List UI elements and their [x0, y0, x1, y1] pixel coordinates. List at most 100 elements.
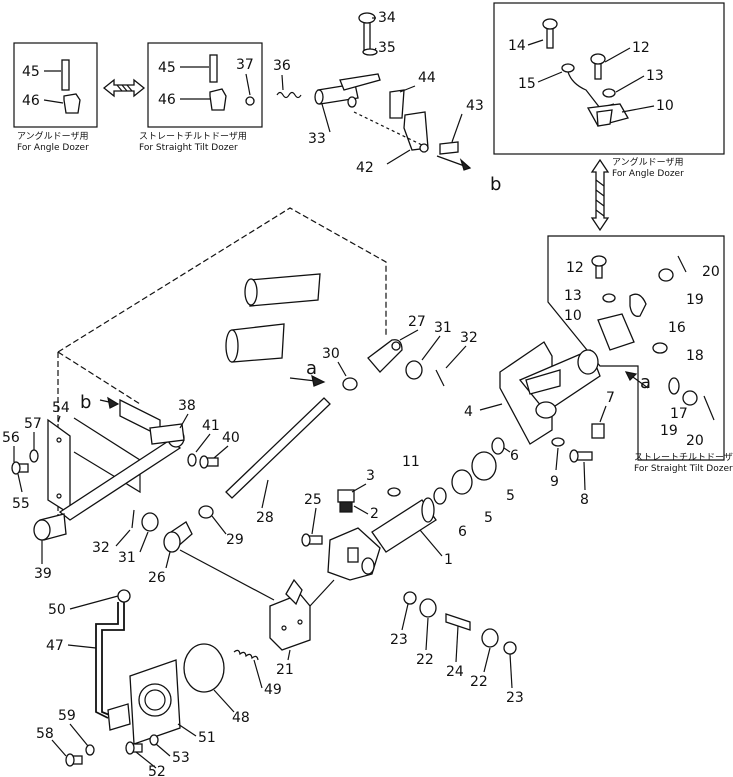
caption-angle-jp: アングルドーザ用 [612, 156, 683, 168]
callout-54: 54 [52, 400, 70, 416]
callout-19: 19 [660, 423, 678, 439]
callout-43: 43 [466, 98, 484, 114]
caption-straight-en: For Straight Tilt Dozer [139, 143, 238, 153]
callout-31: 31 [434, 320, 452, 336]
caption-straight-en: For Straight Tilt Dozer [634, 464, 733, 474]
callout-49: 49 [264, 682, 282, 698]
callout-52: 52 [148, 764, 166, 777]
callout-15: 15 [518, 76, 536, 92]
callout-45: 45 [22, 64, 40, 80]
shaft-assembly: 1 3 2 25 [301, 468, 453, 581]
callout-12: 12 [566, 260, 584, 276]
label-b: b [80, 392, 91, 413]
callout-30: 30 [322, 346, 340, 362]
callout-23: 23 [506, 690, 524, 706]
callout-16: 16 [668, 320, 686, 336]
caption-angle-en: For Angle Dozer [17, 143, 89, 153]
callout-29: 29 [226, 532, 244, 548]
callout-53: 53 [172, 750, 190, 766]
callout-20: 20 [702, 264, 720, 280]
bracket-assembly: 4 7 6 9 8 11 5 5 6 [387, 341, 615, 540]
callout-26: 26 [148, 570, 166, 586]
callout-44: 44 [418, 70, 436, 86]
callout-24: 24 [446, 664, 464, 680]
straight-tilt-box: 12 20 19 13 10 16 18 17 19 20 a ストレートチルト… [547, 235, 733, 474]
label-b: b [490, 174, 501, 195]
callout-19: 19 [686, 292, 704, 308]
callout-57: 57 [24, 416, 42, 432]
callout-10: 10 [656, 98, 674, 114]
callout-28: 28 [256, 510, 274, 526]
callout-6: 6 [510, 448, 519, 464]
inset-straight-tilt-dozer: 45 46 37 ストレートチルトドーザ用 For Straight Tilt … [139, 42, 263, 153]
callout-47: 47 [46, 638, 64, 654]
callout-58: 58 [36, 726, 54, 742]
callout-22: 22 [470, 674, 488, 690]
callout-55: 55 [12, 496, 30, 512]
callout-32: 32 [92, 540, 110, 556]
callout-42: 42 [356, 160, 374, 176]
frame-outline: a [57, 207, 387, 520]
callout-46: 46 [22, 93, 40, 109]
callout-8: 8 [580, 492, 589, 508]
callout-4: 4 [464, 404, 473, 420]
callout-48: 48 [232, 710, 250, 726]
callout-13: 13 [646, 68, 664, 84]
callout-40: 40 [222, 430, 240, 446]
inset-angle-dozer: 45 46 アングルドーザ用 For Angle Dozer [13, 42, 98, 153]
callout-14: 14 [508, 38, 526, 54]
callout-22: 22 [416, 652, 434, 668]
callout-38: 38 [178, 398, 196, 414]
callout-11: 11 [402, 454, 420, 470]
caption-straight-jp: ストレートチルトドーザ用 [139, 131, 247, 142]
block-assembly: 21 [269, 578, 335, 678]
lever-assembly-left: b 54 57 56 55 38 39 [2, 392, 196, 582]
pipe-and-plate: 50 47 49 48 51 59 58 53 52 [36, 589, 282, 777]
callout-32: 32 [460, 330, 478, 346]
caption-angle-jp: アングルドーザ用 [17, 130, 88, 142]
callout-5: 5 [506, 488, 515, 504]
callout-36: 36 [273, 58, 291, 74]
callout-23: 23 [390, 632, 408, 648]
caption-straight-jp: ストレートチルトドーザ用 [634, 452, 733, 463]
callout-18: 18 [686, 348, 704, 364]
rod-hardware: 41 40 28 29 32 31 26 [92, 397, 331, 601]
callout-27: 27 [408, 314, 426, 330]
callout-6: 6 [458, 524, 467, 540]
callout-37: 37 [236, 57, 254, 73]
upper-lever-assembly: 34 35 36 44 33 43 42 b [273, 10, 501, 195]
pin-hardware: 23 22 24 22 23 [390, 591, 524, 706]
vertical-double-arrow [590, 158, 610, 232]
callout-59: 59 [58, 708, 76, 724]
callout-2: 2 [370, 506, 379, 522]
caption-angle-en: For Angle Dozer [612, 169, 684, 179]
callout-1: 1 [444, 552, 453, 568]
label-a: a [306, 358, 317, 379]
callout-21: 21 [276, 662, 294, 678]
callout-12: 12 [632, 40, 650, 56]
callout-9: 9 [550, 474, 559, 490]
callout-25: 25 [304, 492, 322, 508]
callout-46: 46 [158, 92, 176, 108]
callout-10: 10 [564, 308, 582, 324]
callout-31: 31 [118, 550, 136, 566]
label-a: a [640, 372, 651, 393]
callout-39: 39 [34, 566, 52, 582]
callout-5: 5 [484, 510, 493, 526]
angle-dozer-box: 14 12 15 13 10 アングルドーザ用 For Angle Dozer [493, 2, 725, 179]
callout-34: 34 [378, 10, 396, 26]
callout-33: 33 [308, 131, 326, 147]
callout-17: 17 [670, 406, 688, 422]
callout-7: 7 [606, 390, 615, 406]
callout-50: 50 [48, 602, 66, 618]
callout-51: 51 [198, 730, 216, 746]
rod-end-hardware: 27 31 32 30 [322, 314, 478, 391]
callout-41: 41 [202, 418, 220, 434]
callout-3: 3 [366, 468, 375, 484]
callout-13: 13 [564, 288, 582, 304]
callout-45: 45 [158, 60, 176, 76]
callout-35: 35 [378, 40, 396, 56]
callout-20: 20 [686, 433, 704, 449]
callout-56: 56 [2, 430, 20, 446]
